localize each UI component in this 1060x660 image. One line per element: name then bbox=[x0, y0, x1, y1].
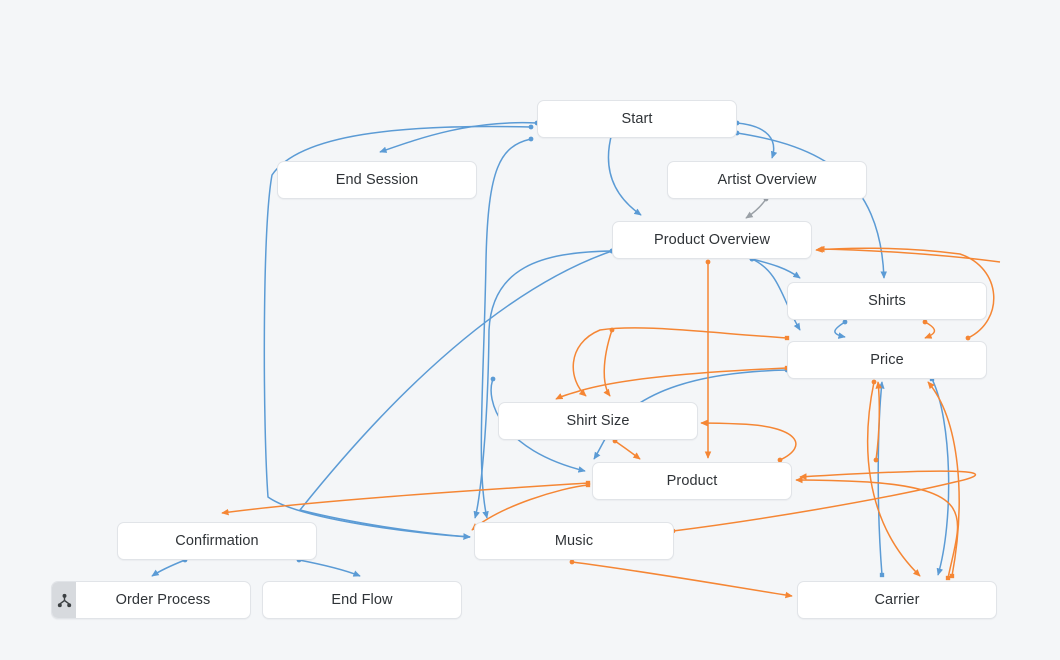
edge-artist-overview-product-overview bbox=[745, 196, 769, 219]
node-label: Music bbox=[554, 532, 594, 549]
node-end-flow[interactable]: End Flow bbox=[262, 581, 462, 619]
edge-price-carrier-orange bbox=[866, 379, 921, 577]
edge-confirmation-end-flow bbox=[296, 557, 361, 577]
node-label: End Session bbox=[335, 171, 419, 188]
edge-product-shirt-size bbox=[700, 419, 797, 463]
node-label: Artist Overview bbox=[717, 171, 817, 188]
node-label: Shirts bbox=[868, 292, 906, 309]
edge-carrier-price bbox=[877, 381, 885, 578]
subgraph-icon[interactable] bbox=[52, 582, 76, 618]
node-label: Price bbox=[870, 351, 904, 368]
edge-product-price bbox=[873, 381, 883, 463]
edge-carrier-price-orange bbox=[927, 381, 960, 579]
edge-price-shirt-size-alt bbox=[572, 327, 790, 397]
node-label: Product bbox=[666, 472, 718, 489]
edge-product-overview-shirts bbox=[749, 256, 801, 279]
node-artist-overview[interactable]: Artist Overview bbox=[667, 161, 867, 199]
edge-shirts-price bbox=[834, 319, 848, 339]
node-label: Order Process bbox=[115, 591, 211, 608]
edge-orange-into-product-overview bbox=[817, 245, 1001, 263]
node-label: Product Overview bbox=[653, 231, 771, 248]
node-product[interactable]: Product bbox=[592, 462, 792, 500]
node-order-process[interactable]: Order Process bbox=[51, 581, 251, 619]
node-shirt-size[interactable]: Shirt Size bbox=[498, 402, 698, 440]
node-confirmation[interactable]: Confirmation bbox=[117, 522, 317, 560]
edge-start-product-overview bbox=[607, 130, 642, 216]
edge-carrier-product bbox=[795, 476, 959, 581]
node-label: Confirmation bbox=[175, 532, 259, 549]
node-label: Shirt Size bbox=[566, 412, 630, 429]
edge-product-overview-confirmation bbox=[298, 248, 615, 540]
node-label: End Flow bbox=[331, 591, 393, 608]
edge-shirt-size-product-orange bbox=[612, 438, 641, 460]
edge-start-music bbox=[480, 136, 534, 519]
node-shirts[interactable]: Shirts bbox=[787, 282, 987, 320]
edge-shirts-price-orange bbox=[922, 319, 936, 339]
edge-start-artist-overview bbox=[734, 120, 778, 159]
edge-product-confirmation bbox=[221, 480, 591, 516]
node-label: Carrier bbox=[874, 591, 920, 608]
node-product-overview[interactable]: Product Overview bbox=[612, 221, 812, 259]
node-start[interactable]: Start bbox=[537, 100, 737, 138]
edge-price-carrier bbox=[929, 376, 950, 576]
node-price[interactable]: Price bbox=[787, 341, 987, 379]
edge-music-carrier bbox=[569, 559, 793, 599]
edge-start-end-session bbox=[379, 120, 540, 153]
edge-confirmation-order-process bbox=[151, 557, 188, 577]
node-end-session[interactable]: End Session bbox=[277, 161, 477, 199]
edge-orange-vertical-shirt-size bbox=[603, 327, 615, 397]
edge-price-shirt-size bbox=[555, 365, 790, 400]
node-label: Start bbox=[621, 110, 653, 127]
node-carrier[interactable]: Carrier bbox=[797, 581, 997, 619]
node-music[interactable]: Music bbox=[474, 522, 674, 560]
